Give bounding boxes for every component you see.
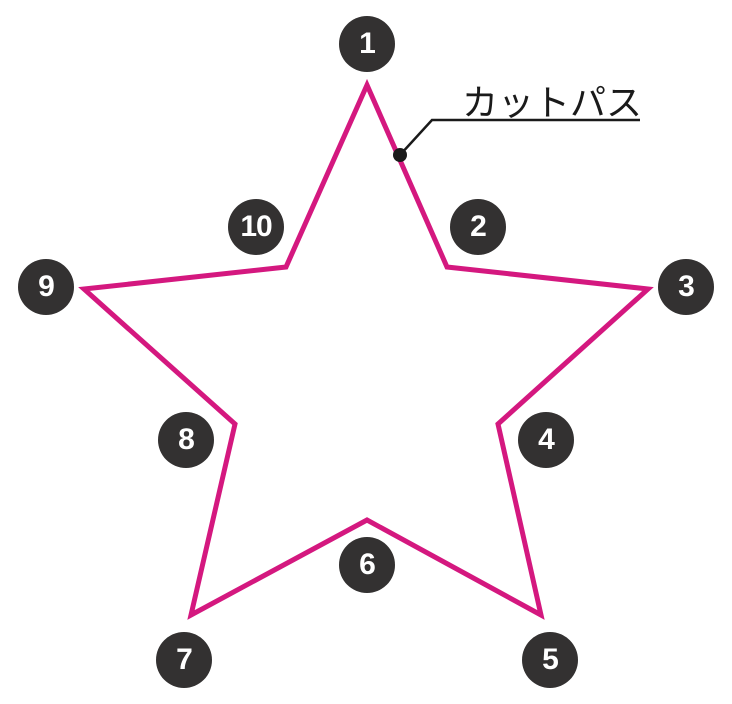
vertex-badge-2: 2 <box>450 199 506 255</box>
vertex-badge-9: 9 <box>18 259 74 315</box>
cut-path-star <box>78 78 654 620</box>
vertex-badge-1: 1 <box>339 16 395 72</box>
leader-dot <box>393 148 407 162</box>
vertex-badge-4: 4 <box>518 412 574 468</box>
vertex-badge-8: 8 <box>158 412 214 468</box>
vertex-badge-3: 3 <box>658 259 714 315</box>
vertex-badge-7: 7 <box>156 632 212 688</box>
vertex-badge-10: 10 <box>228 199 284 255</box>
vertex-badge-6: 6 <box>339 537 395 593</box>
cut-path-label: カットパス <box>462 83 643 124</box>
leader-line <box>399 118 640 156</box>
vertex-badge-5: 5 <box>522 632 578 688</box>
